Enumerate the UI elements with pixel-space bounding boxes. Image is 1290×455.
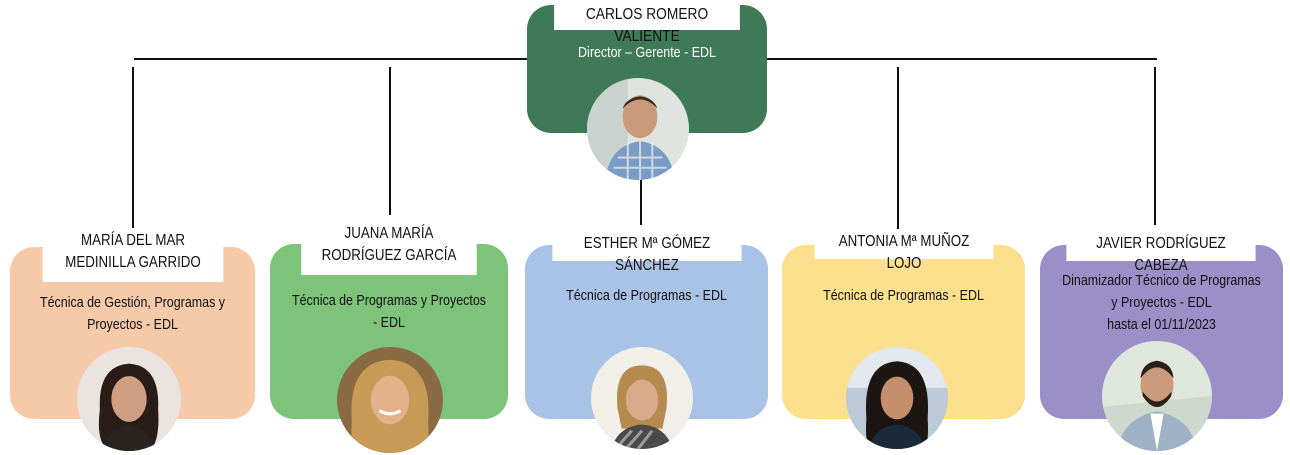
staff-role-2: Técnica de Programas y Proyectos - EDL bbox=[291, 293, 487, 331]
staff-name-2: JUANA MARÍA RODRÍGUEZ GARCÍA bbox=[301, 221, 477, 275]
connector-drop-1 bbox=[132, 67, 134, 233]
staff-photo-1 bbox=[77, 347, 181, 451]
staff-name-3: ESTHER Mª GÓMEZ SÁNCHEZ bbox=[552, 231, 742, 274]
director-name: CARLOS ROMERO VALIENTE bbox=[554, 2, 740, 45]
staff-photo-3 bbox=[591, 347, 693, 449]
connector-drop-5 bbox=[1154, 67, 1156, 225]
staff-name-5: JAVIER RODRÍGUEZ CABEZA bbox=[1066, 231, 1256, 274]
director-role: Director – Gerente - EDL bbox=[578, 45, 716, 61]
staff-photo-2 bbox=[337, 347, 443, 453]
staff-role-4: Técnica de Programas - EDL bbox=[823, 288, 984, 304]
staff-name-4: ANTONIA Mª MUÑOZ LOJO bbox=[814, 229, 994, 272]
staff-role-3: Técnica de Programas - EDL bbox=[566, 288, 727, 304]
staff-name-1: MARÍA DEL MAR MEDINILLA GARRIDO bbox=[42, 228, 224, 282]
connector-drop-2 bbox=[389, 67, 391, 215]
connector-drop-3 bbox=[640, 170, 642, 225]
director-photo bbox=[587, 78, 689, 180]
staff-role-1: Técnica de Gestión, Programas y Proyecto… bbox=[39, 295, 226, 333]
staff-role-5: Dinamizador Técnico de Programas y Proye… bbox=[1062, 273, 1261, 333]
connector-drop-4 bbox=[897, 67, 899, 233]
staff-photo-4 bbox=[846, 347, 948, 449]
staff-photo-5 bbox=[1102, 341, 1212, 451]
